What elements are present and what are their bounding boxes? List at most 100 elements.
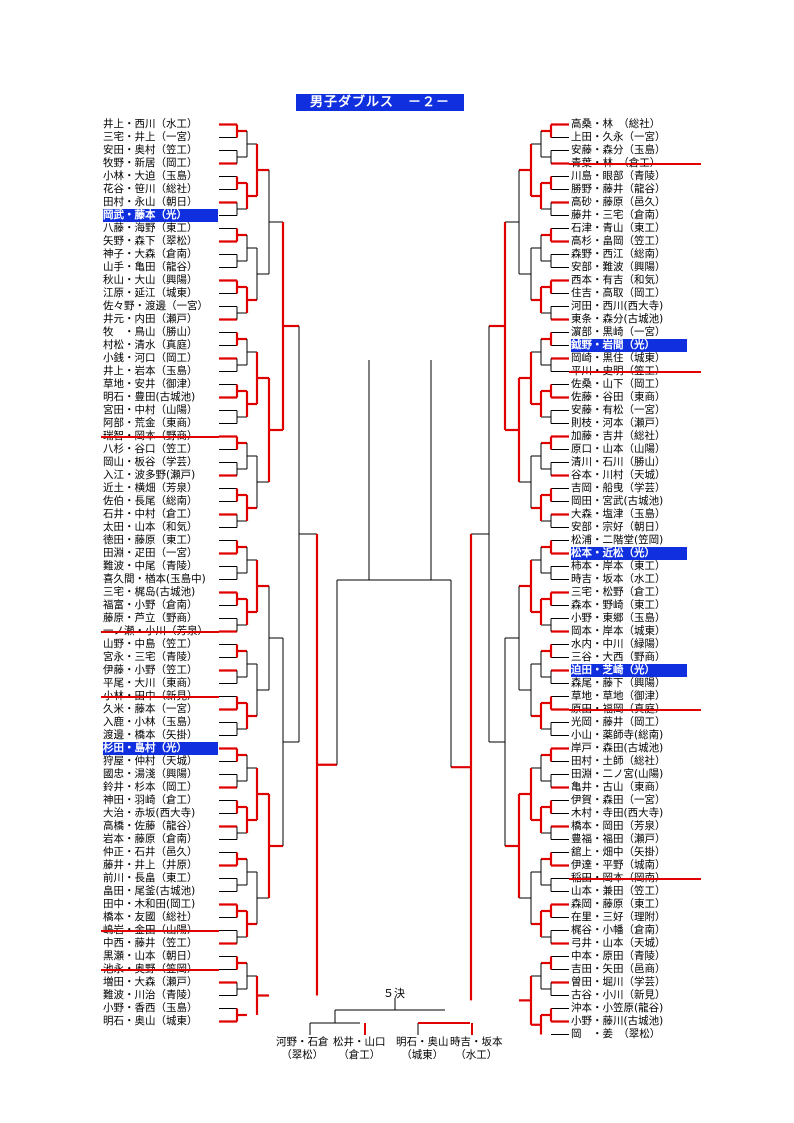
left-entry: 田中・木和田(岡工) (103, 898, 196, 910)
right-entry: 光岡・藤井（岡工） (571, 716, 666, 728)
right-entry: 舘上・畑中（矢掛） (571, 846, 666, 858)
right-entry: 松浦・二階堂(笠岡) (571, 534, 664, 546)
right-entry: 則枝・河本（瀬戸） (571, 417, 666, 429)
left-entry: 山野・中島（笠工） (103, 638, 198, 650)
left-entry: 徳田・藤原（東工） (103, 534, 198, 546)
right-entry: 岡崎・黒住（城東） (571, 352, 666, 364)
left-entry: 村松・清水（真庭） (103, 339, 198, 351)
right-entry: 沖本・小笠原(龍谷) (571, 1002, 664, 1014)
right-entry: 小野・東郷（玉島） (571, 612, 666, 624)
right-entry: 東条・森分(古城池) (571, 313, 664, 325)
right-entry: 弓井・山本（天城） (571, 937, 666, 949)
right-entry: 橋本・岡田（芳泉） (571, 820, 666, 832)
left-entry: 牧野・新居（岡工） (103, 157, 198, 169)
right-entry: 吉岡・船曳（学芸） (571, 482, 666, 494)
right-entry: 松本・近松（光） (571, 547, 687, 560)
strikethrough-line (569, 163, 701, 165)
left-entry: 入鹿・小林（玉島） (103, 716, 198, 728)
right-entry: 岡本・岸本（城東） (571, 625, 666, 637)
left-entry: 井元・内田（瀬戸） (103, 313, 198, 325)
right-entry: 大森・塩津（玉島） (571, 508, 666, 520)
fifth-place-label: ５決 (383, 987, 405, 1000)
right-entry: 山本・兼田（笠工） (571, 885, 666, 897)
right-entry: 住吉・高取（岡工） (571, 287, 666, 299)
right-entry: 田淵・二ノ宮(山陽) (571, 768, 664, 780)
final-entry-4: 時吉・坂本 （水工） (450, 1036, 503, 1062)
left-entry: 井上・岩本（玉島） (103, 365, 198, 377)
right-entry: 鉞野・岩間（光） (571, 339, 687, 352)
left-entry: 佐伯・長尾（総南） (103, 495, 198, 507)
left-entry: 岡武・藤本（光） (103, 209, 218, 222)
right-entry: 柿本・岸本（東工） (571, 560, 666, 572)
right-entry: 伊達・平野（城南） (571, 859, 666, 871)
left-entry: 福富・小野（倉南） (103, 599, 198, 611)
right-entry: 勝野・藤井（龍谷） (571, 183, 666, 195)
right-entry: 亀井・古山（東商） (571, 781, 666, 793)
left-entry: 宮田・中村（山陽） (103, 404, 198, 416)
strikethrough-line (569, 709, 701, 711)
left-entry: 山手・亀田（龍谷） (103, 261, 198, 273)
right-entry: 清川・石川（勝山） (571, 456, 666, 468)
left-entry: 喜久間・楢本(玉島中) (103, 573, 206, 585)
left-entry: 増田・大森（瀬戸） (103, 976, 198, 988)
left-entry: 三宅・梶岛(古城池) (103, 586, 196, 598)
right-entry: 水内・中川（緑陽） (571, 638, 666, 650)
right-entry: 森岡・藤原（東工） (571, 898, 666, 910)
right-entry: 森尾・藤下（興陽） (571, 677, 666, 689)
right-entry: 中本・原田（青陵） (571, 950, 666, 962)
left-entry: 國忠・湯淺（興陽） (103, 768, 198, 780)
left-entry: 太田・山本（和気） (103, 521, 198, 533)
left-entry: 渡邊・橋本（矢掛） (103, 729, 198, 741)
right-entry: 濵部・黒崎（一宮） (571, 326, 666, 338)
right-entry: 佐藤・谷田（東商） (571, 391, 666, 403)
left-entry: 安田・奥村（笠工） (103, 144, 198, 156)
final-entry-1-school: （翠松） (281, 1049, 324, 1061)
right-entry: 古谷・小川（新見） (571, 989, 666, 1001)
left-entry: 鈴井・杉本（岡工） (103, 781, 198, 793)
right-entry: 安藤・森分（玉島） (571, 144, 666, 156)
left-entry: 藤井・井上（井原） (103, 859, 198, 871)
left-entry: 中西・藤井（笠工） (103, 937, 198, 949)
left-entry: 難波・川治（青陵） (103, 989, 198, 1001)
final-entry-2-names: 松井・山口 (333, 1036, 386, 1048)
left-entry: 牧 ・鳥山（勝山） (103, 326, 198, 338)
left-entry: 岡山・板谷（学芸） (103, 456, 198, 468)
final-entry-1-names: 河野・石倉 (276, 1036, 329, 1048)
right-entry: 岡 ・姜 （翠松） (571, 1028, 661, 1040)
left-entry: 伊藤・小野（笠工） (103, 664, 198, 676)
left-entry: 岩本・藤原（倉南） (103, 833, 198, 845)
strikethrough-line (101, 930, 219, 932)
right-entry: 三谷・大西（野商） (571, 651, 666, 663)
strikethrough-line (101, 696, 219, 698)
left-entry: 秋山・大山（興陽） (103, 274, 198, 286)
right-entry: 安部・難波（興陽） (571, 261, 666, 273)
right-entry: 石津・青山（東工） (571, 222, 666, 234)
right-entry: 田村・土師（総社） (571, 755, 666, 767)
right-entry: 迫田・芝崎（光） (571, 664, 687, 677)
strikethrough-line (101, 631, 219, 633)
left-entry: 大治・赤坂(西大寺) (103, 807, 196, 819)
left-entry: 八杉・谷口（笠工） (103, 443, 198, 455)
left-entry: 平尾・大川（東商） (103, 677, 198, 689)
page-title: 男子ダブルス －２－ (296, 94, 464, 111)
right-entry: 小野・藤川(古城池) (571, 1015, 664, 1027)
left-entry: 近土・横畑（芳泉） (103, 482, 198, 494)
right-entry: 高杉・畠岡（笠工） (571, 235, 666, 247)
left-entry: 佐々野・渡邊（一宮） (103, 300, 208, 312)
left-entry: 田村・永山（朝日） (103, 196, 198, 208)
right-entry: 岡田・宮武(古城池) (571, 495, 664, 507)
final-entry-4-school: （水工） (455, 1049, 498, 1061)
strikethrough-line (101, 436, 219, 438)
left-entry: 八藤・海野（東工） (103, 222, 198, 234)
strikethrough-line (101, 969, 219, 971)
right-entry: 木村・寺田(西大寺) (571, 807, 664, 819)
left-entry: 橋本・友國（総社） (103, 911, 198, 923)
left-entry: 杉田・島村（光） (103, 742, 218, 755)
left-entry: 入江・波多野(瀬戸) (103, 469, 196, 481)
left-entry: 矢野・森下（翠松） (103, 235, 198, 247)
left-entry: 前川・長畠（東工） (103, 872, 198, 884)
left-entry: 花谷・笹川（総社） (103, 183, 198, 195)
strikethrough-line (569, 878, 701, 880)
left-entry: 畠田・尾釜(古城池) (103, 885, 196, 897)
